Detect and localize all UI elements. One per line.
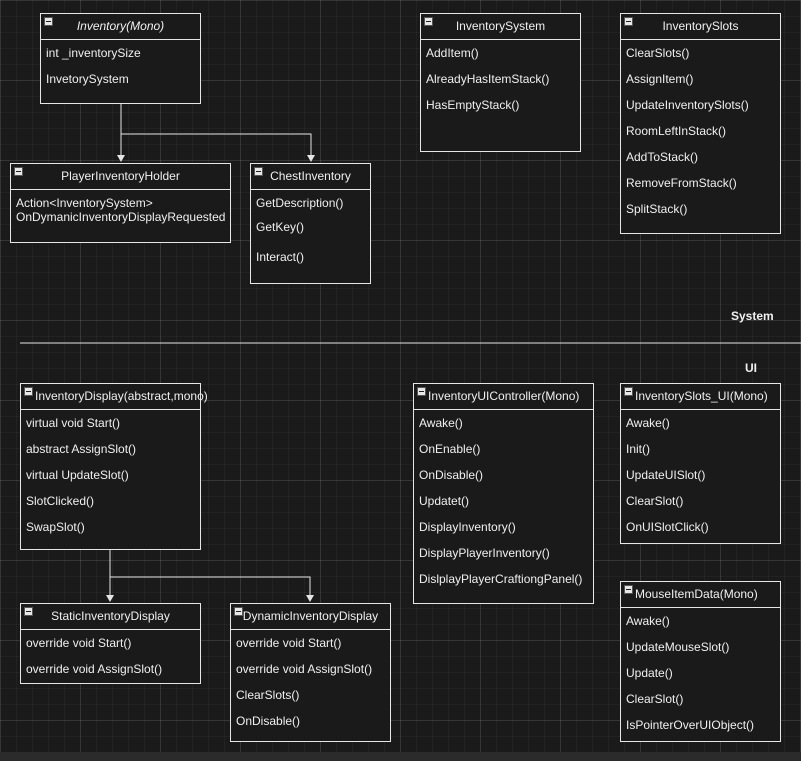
horizontal-scrollbar[interactable] xyxy=(0,752,801,761)
member-row: OnDisable() xyxy=(236,714,301,728)
member-row: DisplayPlayerInventory() xyxy=(419,546,550,560)
class-header: InventorySlots_UI(Mono) xyxy=(621,384,780,410)
class-inventory-system[interactable]: InventorySystem AddItem() AlreadyHasItem… xyxy=(420,13,581,152)
class-title: DynamicInventoryDisplay xyxy=(242,609,379,623)
member-row: Awake() xyxy=(626,416,670,430)
member-row: Init() xyxy=(626,442,650,456)
member-row: virtual void Start() xyxy=(26,416,121,430)
member-row: InvetorySystem xyxy=(46,72,129,86)
member-row: Updatet() xyxy=(419,494,470,508)
member-row: AddItem() xyxy=(426,46,479,60)
class-chest-inventory[interactable]: ChestInventory GetDescription() GetKey()… xyxy=(250,163,371,284)
class-inventory-ui-controller[interactable]: InventoryUIController(Mono) Awake() OnEn… xyxy=(413,383,594,604)
member-row: Update() xyxy=(626,666,673,680)
class-title: Inventory(Mono) xyxy=(76,19,165,33)
collapse-icon[interactable] xyxy=(24,387,33,396)
class-title: ChestInventory xyxy=(270,169,351,183)
class-title: InventoryDisplay(abstract,mono) xyxy=(35,389,208,403)
member-row: abstract AssignSlot() xyxy=(26,442,137,456)
member-row: UpdateInventorySlots() xyxy=(626,98,749,112)
class-title: PlayerInventoryHolder xyxy=(61,169,180,183)
collapse-icon[interactable] xyxy=(624,17,633,26)
class-header: InventoryDisplay(abstract,mono) xyxy=(21,384,208,410)
class-inventory-slots-ui[interactable]: InventorySlots_UI(Mono) Awake() Init() U… xyxy=(620,383,781,544)
collapse-icon[interactable] xyxy=(417,387,426,396)
member-row: override void AssignSlot() xyxy=(236,662,373,676)
class-title: InventorySystem xyxy=(455,19,546,33)
class-header: ChestInventory xyxy=(251,164,370,190)
class-title: StaticInventoryDisplay xyxy=(51,609,170,623)
class-title: InventorySlots_UI(Mono) xyxy=(635,389,768,403)
member-row: GetDescription() xyxy=(256,196,344,210)
class-dynamic-inventory-display[interactable]: DynamicInventoryDisplay override void St… xyxy=(230,603,391,742)
member-row: RoomLeftInStack() xyxy=(626,124,727,138)
member-row: OnUISlotClick() xyxy=(626,520,709,534)
member-row: GetKey() xyxy=(256,220,305,234)
member-row: IsPointerOverUIObject() xyxy=(626,718,755,732)
class-header: PlayerInventoryHolder xyxy=(11,164,230,190)
member-row: Interact() xyxy=(256,250,305,264)
member-row: Awake() xyxy=(626,614,670,628)
member-row: UpdateUISlot() xyxy=(626,468,706,482)
class-title: MouseItemData(Mono) xyxy=(635,587,758,601)
member-row: OnDisable() xyxy=(419,468,484,482)
member-row: Awake() xyxy=(419,416,463,430)
member-row: SlotClicked() xyxy=(26,494,95,508)
member-row: ClearSlot() xyxy=(626,494,684,508)
member-row: HasEmptyStack() xyxy=(426,98,520,112)
collapse-icon[interactable] xyxy=(254,167,263,176)
member-row: DisplayInventory() xyxy=(419,520,516,534)
class-header: InventorySystem xyxy=(421,14,580,40)
class-mouse-item-data[interactable]: MouseItemData(Mono) Awake() UpdateMouseS… xyxy=(620,581,781,742)
class-inventory-slots[interactable]: InventorySlots ClearSlots() AssignItem()… xyxy=(620,13,781,234)
class-player-inventory-holder[interactable]: PlayerInventoryHolder Action<InventorySy… xyxy=(10,163,231,243)
member-row: SwapSlot() xyxy=(26,520,85,534)
collapse-icon[interactable] xyxy=(24,607,33,616)
member-row: OnDymanicInventoryDisplayRequested xyxy=(16,210,226,224)
member-row: OnEnable() xyxy=(419,442,481,456)
member-row: RemoveFromStack() xyxy=(626,176,737,190)
class-header: MouseItemData(Mono) xyxy=(621,582,780,608)
connector-inventory-to-chest xyxy=(121,133,315,162)
section-label-ui: UI xyxy=(745,361,757,375)
member-row: override void Start() xyxy=(236,636,342,650)
member-row: DislplayPlayerCraftiongPanel() xyxy=(419,572,583,586)
class-title: InventorySlots xyxy=(662,19,739,33)
member-row: override void Start() xyxy=(26,636,132,650)
collapse-icon[interactable] xyxy=(424,17,433,26)
class-static-inventory-display[interactable]: StaticInventoryDisplay override void Sta… xyxy=(20,603,201,684)
member-row: SplitStack() xyxy=(626,202,688,216)
class-inventory-display[interactable]: InventoryDisplay(abstract,mono) virtual … xyxy=(20,383,208,550)
member-row: UpdateMouseSlot() xyxy=(626,640,730,654)
member-row: AddToStack() xyxy=(626,150,699,164)
member-row: AlreadyHasItemStack() xyxy=(426,72,550,86)
collapse-icon[interactable] xyxy=(234,607,243,616)
member-row: ClearSlots() xyxy=(626,46,690,60)
member-row: override void AssignSlot() xyxy=(26,662,163,676)
member-row: Action<InventorySystem> xyxy=(16,196,153,210)
collapse-icon[interactable] xyxy=(14,167,23,176)
section-label-system: System xyxy=(731,309,774,323)
member-row: ClearSlot() xyxy=(626,692,684,706)
class-header: DynamicInventoryDisplay xyxy=(231,604,390,630)
class-header: Inventory(Mono) xyxy=(41,14,200,40)
class-header: InventorySlots xyxy=(621,14,780,40)
collapse-icon[interactable] xyxy=(44,17,53,26)
connector-display-to-dynamic xyxy=(110,576,314,602)
class-title: InventoryUIController(Mono) xyxy=(428,389,580,403)
member-row: virtual UpdateSlot() xyxy=(26,468,129,482)
class-header: InventoryUIController(Mono) xyxy=(414,384,593,410)
class-inventory-mono[interactable]: Inventory(Mono) int _inventorySize Invet… xyxy=(40,13,201,104)
collapse-icon[interactable] xyxy=(624,585,633,594)
collapse-icon[interactable] xyxy=(624,387,633,396)
class-header: StaticInventoryDisplay xyxy=(21,604,200,630)
member-row: int _inventorySize xyxy=(46,46,141,60)
member-row: AssignItem() xyxy=(626,72,694,86)
member-row: ClearSlots() xyxy=(236,688,300,702)
